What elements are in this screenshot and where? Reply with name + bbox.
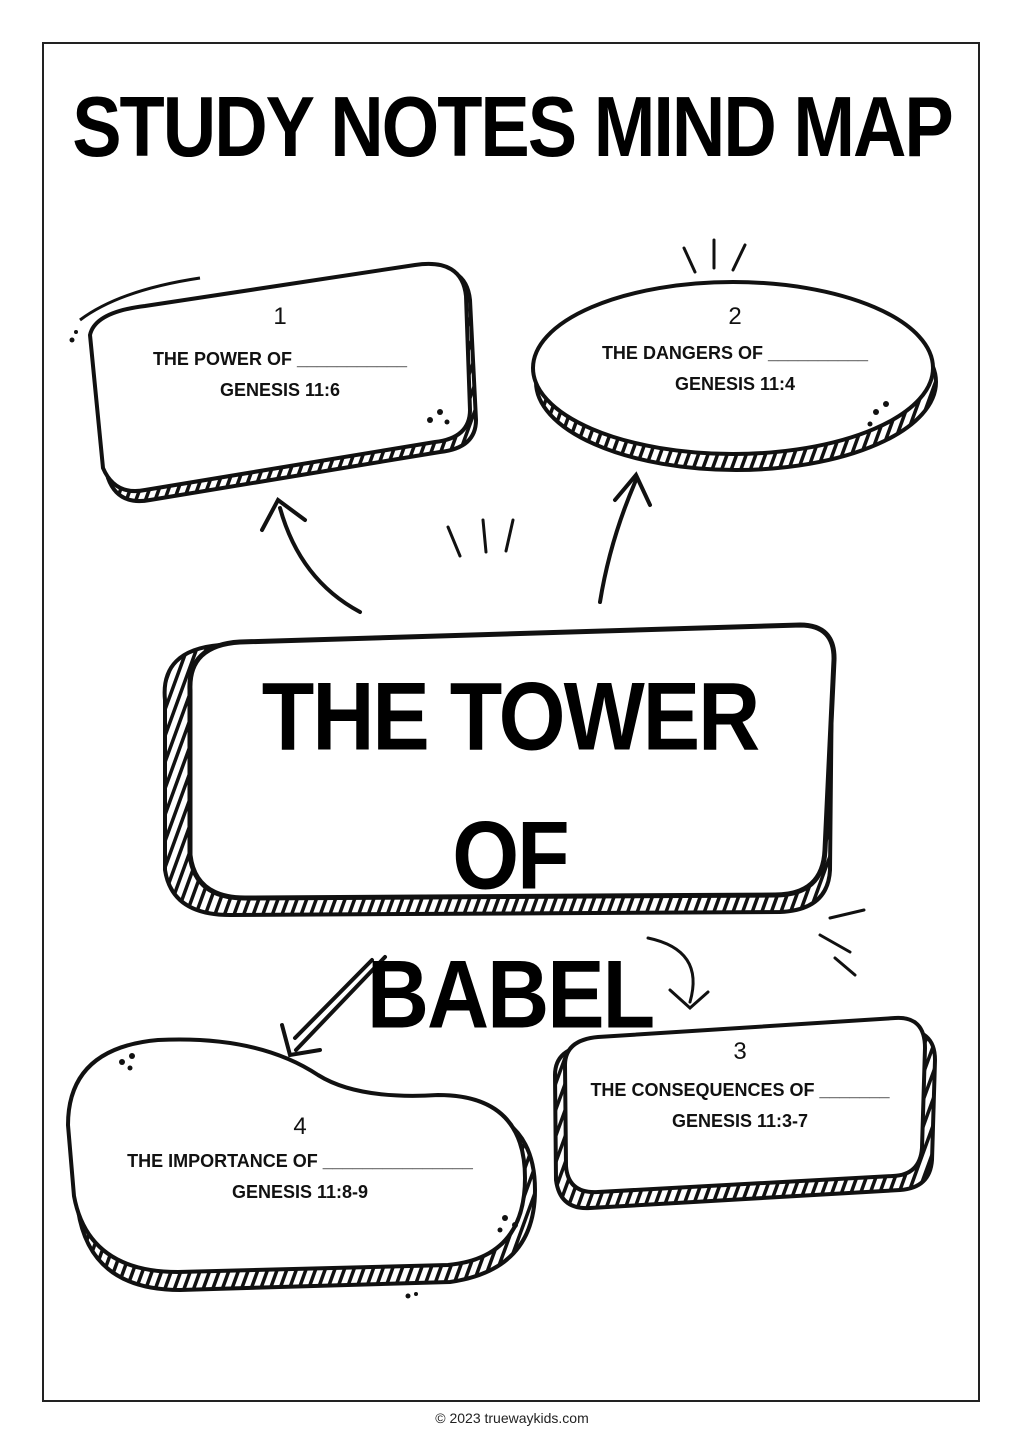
box-3-prompt: THE CONSEQUENCES OF _______ <box>590 1080 890 1100</box>
box-4-shape <box>65 1037 538 1299</box>
box-4-reference: GENESIS 11:8-9 <box>231 1182 369 1202</box>
central-topic-line-2: BABEL <box>366 941 655 1049</box>
central-topic-line-1: THE TOWER OF <box>261 663 760 910</box>
box-4-number: 4 <box>293 1113 307 1140</box>
box-3-reference: GENESIS 11:3-7 <box>671 1111 809 1131</box>
box-2-prompt: THE DANGERS OF __________ <box>601 343 869 363</box>
box-4-prompt: THE IMPORTANCE OF _______________ <box>127 1151 473 1171</box>
page-title: STUDY NOTES MIND MAP <box>72 79 954 175</box>
box-1-reference: GENESIS 11:6 <box>219 380 341 400</box>
box-3-number: 3 <box>733 1038 747 1065</box>
box-2: 2 THE DANGERS OF __________ GENESIS 11:4 <box>580 303 890 395</box>
box-2-reference: GENESIS 11:4 <box>674 374 796 394</box>
arrow-to-box-1 <box>260 497 362 614</box>
box-1-prompt: THE POWER OF ___________ <box>152 349 408 369</box>
box-1-number: 1 <box>273 303 287 330</box>
page-border <box>42 42 980 1402</box>
box-1: 1 THE POWER OF ___________ GENESIS 11:6 <box>130 303 430 401</box>
copyright-footer: © 2023 truewaykids.com <box>435 1410 589 1426</box>
box-2-shape <box>531 238 938 472</box>
box-2-number: 2 <box>728 303 742 330</box>
arrow-to-box-2 <box>598 471 652 604</box>
center-box-shape <box>162 518 866 977</box>
central-topic: THE TOWER OF BABEL <box>200 648 820 1065</box>
box-3: 3 THE CONSEQUENCES OF _______ GENESIS 11… <box>570 1038 910 1132</box>
box-3-shape <box>552 1015 938 1211</box>
arrow-to-box-3 <box>646 936 710 1011</box>
box-1-shape <box>69 262 479 503</box>
box-4: 4 THE IMPORTANCE OF _______________ GENE… <box>95 1113 505 1203</box>
arrow-to-box-4 <box>280 955 387 1058</box>
